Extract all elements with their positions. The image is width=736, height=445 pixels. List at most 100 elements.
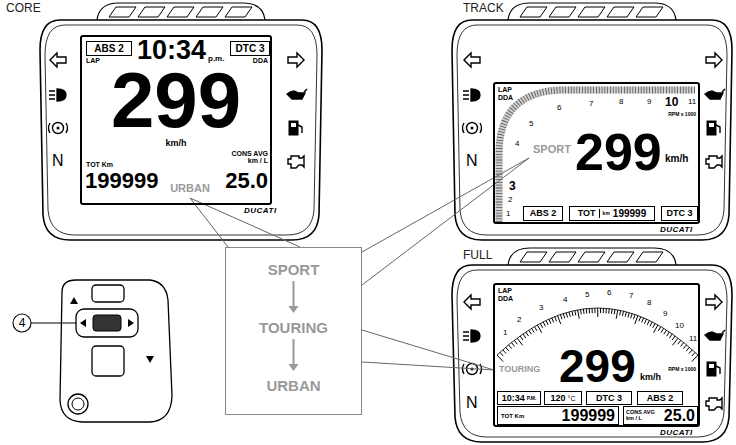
- tach-tick: [580, 309, 582, 314]
- warning-arcs: [49, 123, 68, 133]
- switch-round-button-inner: [72, 398, 84, 410]
- tach-tick: [686, 347, 689, 351]
- dashboard-housing: [452, 20, 732, 240]
- fuel-window: [709, 123, 714, 127]
- tach-tick: [616, 310, 618, 319]
- display-text: 10: [675, 322, 684, 330]
- switch-arrow: [70, 297, 78, 304]
- tach-tick: [572, 311, 573, 316]
- tach-tick: [569, 312, 570, 317]
- display-text: 6: [557, 104, 561, 112]
- display-text: km/h: [640, 373, 661, 382]
- tach-tick: [566, 313, 567, 318]
- tach-tick: [683, 345, 686, 349]
- tach-tick: [509, 345, 512, 349]
- warning-icon: [467, 123, 478, 134]
- display-text: 2: [508, 196, 512, 204]
- tach-tick: [506, 347, 509, 351]
- turn-left-icon: [464, 53, 480, 67]
- status-box: ABS 2: [523, 206, 563, 221]
- tach-tick: [628, 313, 629, 318]
- tach-tick: [503, 350, 506, 354]
- tach-tick: [511, 343, 514, 347]
- display-text: 5: [585, 291, 589, 299]
- housing-slot: [196, 7, 223, 17]
- tach-tick: [672, 336, 675, 340]
- housing-top: [508, 248, 676, 265]
- neutral-indicator: N: [466, 153, 478, 169]
- callout-leader: [31, 323, 76, 324]
- dashboard-full: FULLLAPDDA1234567891011RPM x 1000TOURING…: [450, 245, 736, 445]
- display-text: 299: [559, 343, 636, 389]
- display-screen: LAPDDA1234567891011RPM x 1000SPORT299km/…: [493, 82, 700, 224]
- tach-tick: [614, 309, 616, 314]
- tach-tick: [514, 340, 517, 344]
- dashboard-core: CORE10:34p.m.LAPDDA299km/hTOT KmCONS AVG…: [0, 0, 330, 245]
- display-text: DDA: [253, 57, 268, 64]
- display-text: km/h: [665, 154, 688, 164]
- tach-tick: [549, 319, 551, 324]
- tach-tick: [532, 328, 535, 332]
- housing-slot: [549, 252, 576, 262]
- display-text: 3: [539, 304, 543, 312]
- display-text: 299: [111, 61, 241, 139]
- headlight-beam: [49, 91, 55, 99]
- tach-tick: [692, 352, 695, 356]
- leader-line: [190, 198, 300, 247]
- display-text: RPM x 1000: [668, 112, 696, 117]
- display-text: 1: [506, 210, 510, 218]
- tach-tick: [664, 330, 667, 334]
- brand-logo: DUCATI: [660, 429, 693, 437]
- display-text: LAP: [498, 86, 512, 93]
- switch-button: [92, 346, 124, 376]
- dashboard-bezel: [45, 25, 317, 235]
- tach-tick: [534, 327, 537, 331]
- tach-tick: [526, 332, 529, 336]
- oil-spout: [304, 89, 307, 92]
- housing-slot: [520, 7, 547, 17]
- headlight-beam: [463, 91, 469, 99]
- tach-tick: [631, 314, 633, 319]
- headlight-beam: [463, 332, 469, 340]
- oil-icon: [705, 91, 723, 99]
- tach-tick: [597, 308, 598, 317]
- housing-slot: [225, 7, 252, 17]
- tach-tick: [644, 319, 646, 324]
- tach-tick: [635, 316, 638, 324]
- display-text: TOT Km: [86, 161, 113, 168]
- housing-slot: [578, 7, 605, 17]
- display-text: SPORT: [533, 144, 571, 155]
- display-text: 10: [665, 96, 678, 108]
- housing-top: [97, 3, 265, 20]
- fuel-hose: [298, 125, 302, 133]
- display-text: 199999: [85, 170, 158, 192]
- sequence-arrowhead: [289, 306, 299, 313]
- tach-tick: [647, 320, 649, 325]
- display-text: LAP: [86, 57, 100, 64]
- display-text: 9: [663, 310, 667, 318]
- box-text: ABS 2: [530, 209, 557, 218]
- temperature-box: 120°C: [544, 391, 582, 405]
- display-text: 25.0: [225, 170, 268, 192]
- tach-tick: [578, 310, 580, 319]
- warning-dot: [471, 127, 474, 130]
- switch-joystick: [76, 309, 138, 337]
- display-screen: LAPDDA1234567891011RPM x 1000TOURING299k…: [493, 283, 700, 427]
- oil-spout: [722, 330, 725, 333]
- housing-top: [508, 3, 676, 20]
- box-text: TOT Km: [501, 413, 524, 419]
- tach-tick: [600, 308, 601, 313]
- dashboard-bezel: [457, 25, 727, 235]
- housing-slot: [520, 252, 547, 262]
- tach-tick: [620, 310, 621, 315]
- housing-slot: [607, 7, 634, 17]
- tachometer-track: [499, 90, 695, 222]
- box-text: 120: [551, 394, 566, 403]
- tach-tick: [625, 312, 626, 317]
- sequence-arrowhead: [289, 364, 299, 371]
- leader-line: [190, 198, 228, 247]
- box-text: 199999: [562, 408, 615, 424]
- oil-spout: [722, 89, 725, 92]
- display-text: 7: [589, 100, 593, 108]
